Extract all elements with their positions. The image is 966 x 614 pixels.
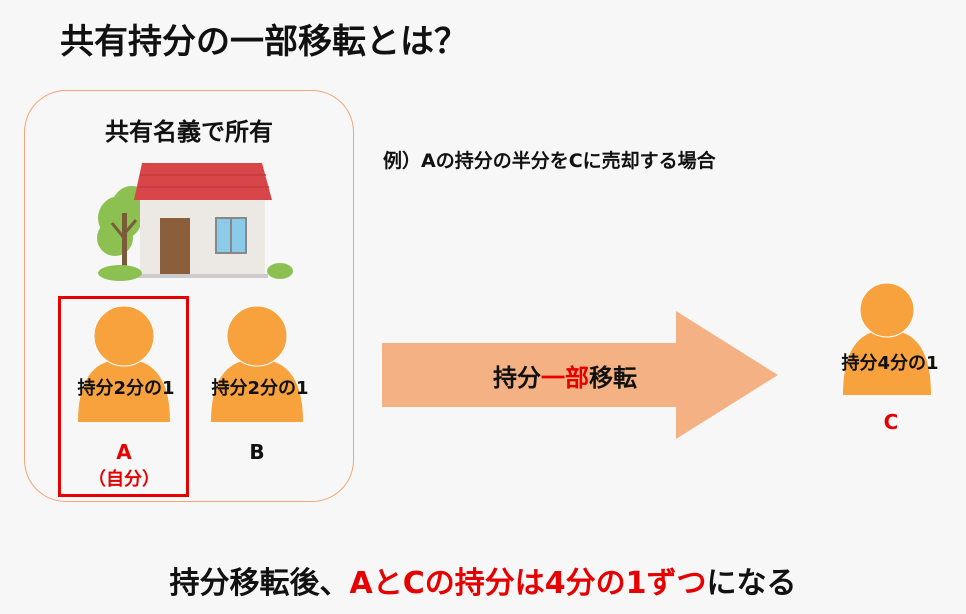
- person-a-name: A: [116, 440, 132, 464]
- person-b-name: B: [249, 440, 265, 464]
- conclusion-part: になる: [706, 566, 797, 601]
- conclusion-text: 持分移転後、AとCの持分は4分の1ずつになる: [0, 558, 966, 602]
- person-c-icon: [843, 282, 931, 395]
- self-highlight-box: [58, 296, 189, 497]
- co-ownership-heading: 共有名義で所有: [105, 118, 273, 146]
- conclusion-highlight: AとCの持分は4分の1ずつ: [349, 566, 707, 601]
- conclusion-part: 持分移転後、: [169, 566, 350, 601]
- transfer-label-highlight: 一部: [541, 364, 589, 392]
- person-a-note: （自分）: [88, 469, 160, 490]
- transfer-label-part: 持分: [493, 364, 541, 392]
- page-title: 共有持分の一部移転とは？: [60, 22, 468, 62]
- door-icon: [160, 218, 190, 275]
- transfer-label-part: 移転: [589, 364, 637, 392]
- person-a-icon: [78, 305, 170, 422]
- transfer-label: 持分一部移転: [382, 358, 748, 393]
- house-icon: [97, 163, 293, 281]
- person-b-share: 持分2分の1: [211, 378, 309, 399]
- person-c-share: 持分4分の1: [841, 353, 939, 374]
- example-caption: 例）Aの持分の半分をCに売却する場合: [383, 150, 716, 172]
- person-c-name: C: [883, 410, 899, 434]
- person-b-icon: [211, 305, 303, 422]
- person-a-share: 持分2分の1: [77, 378, 175, 399]
- co-ownership-box: [24, 90, 354, 502]
- transfer-arrow: [382, 311, 778, 439]
